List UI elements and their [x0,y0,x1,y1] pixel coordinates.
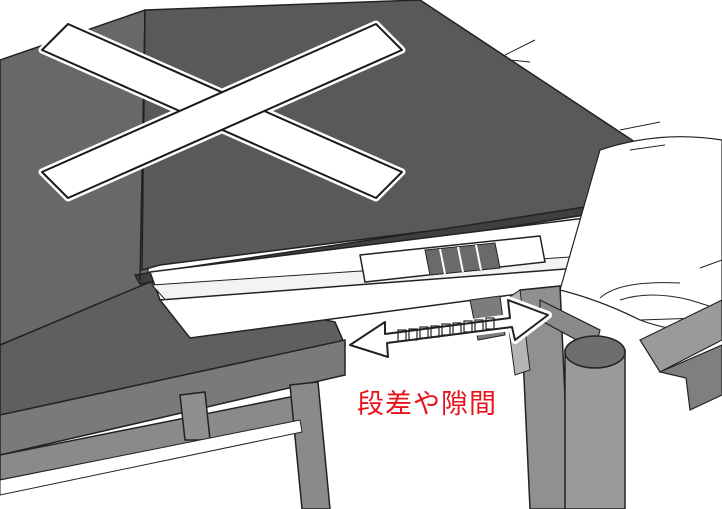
gap-annotation-label: 段差や隙間 [357,389,497,420]
cross-mark-icon [38,20,406,202]
double-arrow-icon [346,296,552,361]
